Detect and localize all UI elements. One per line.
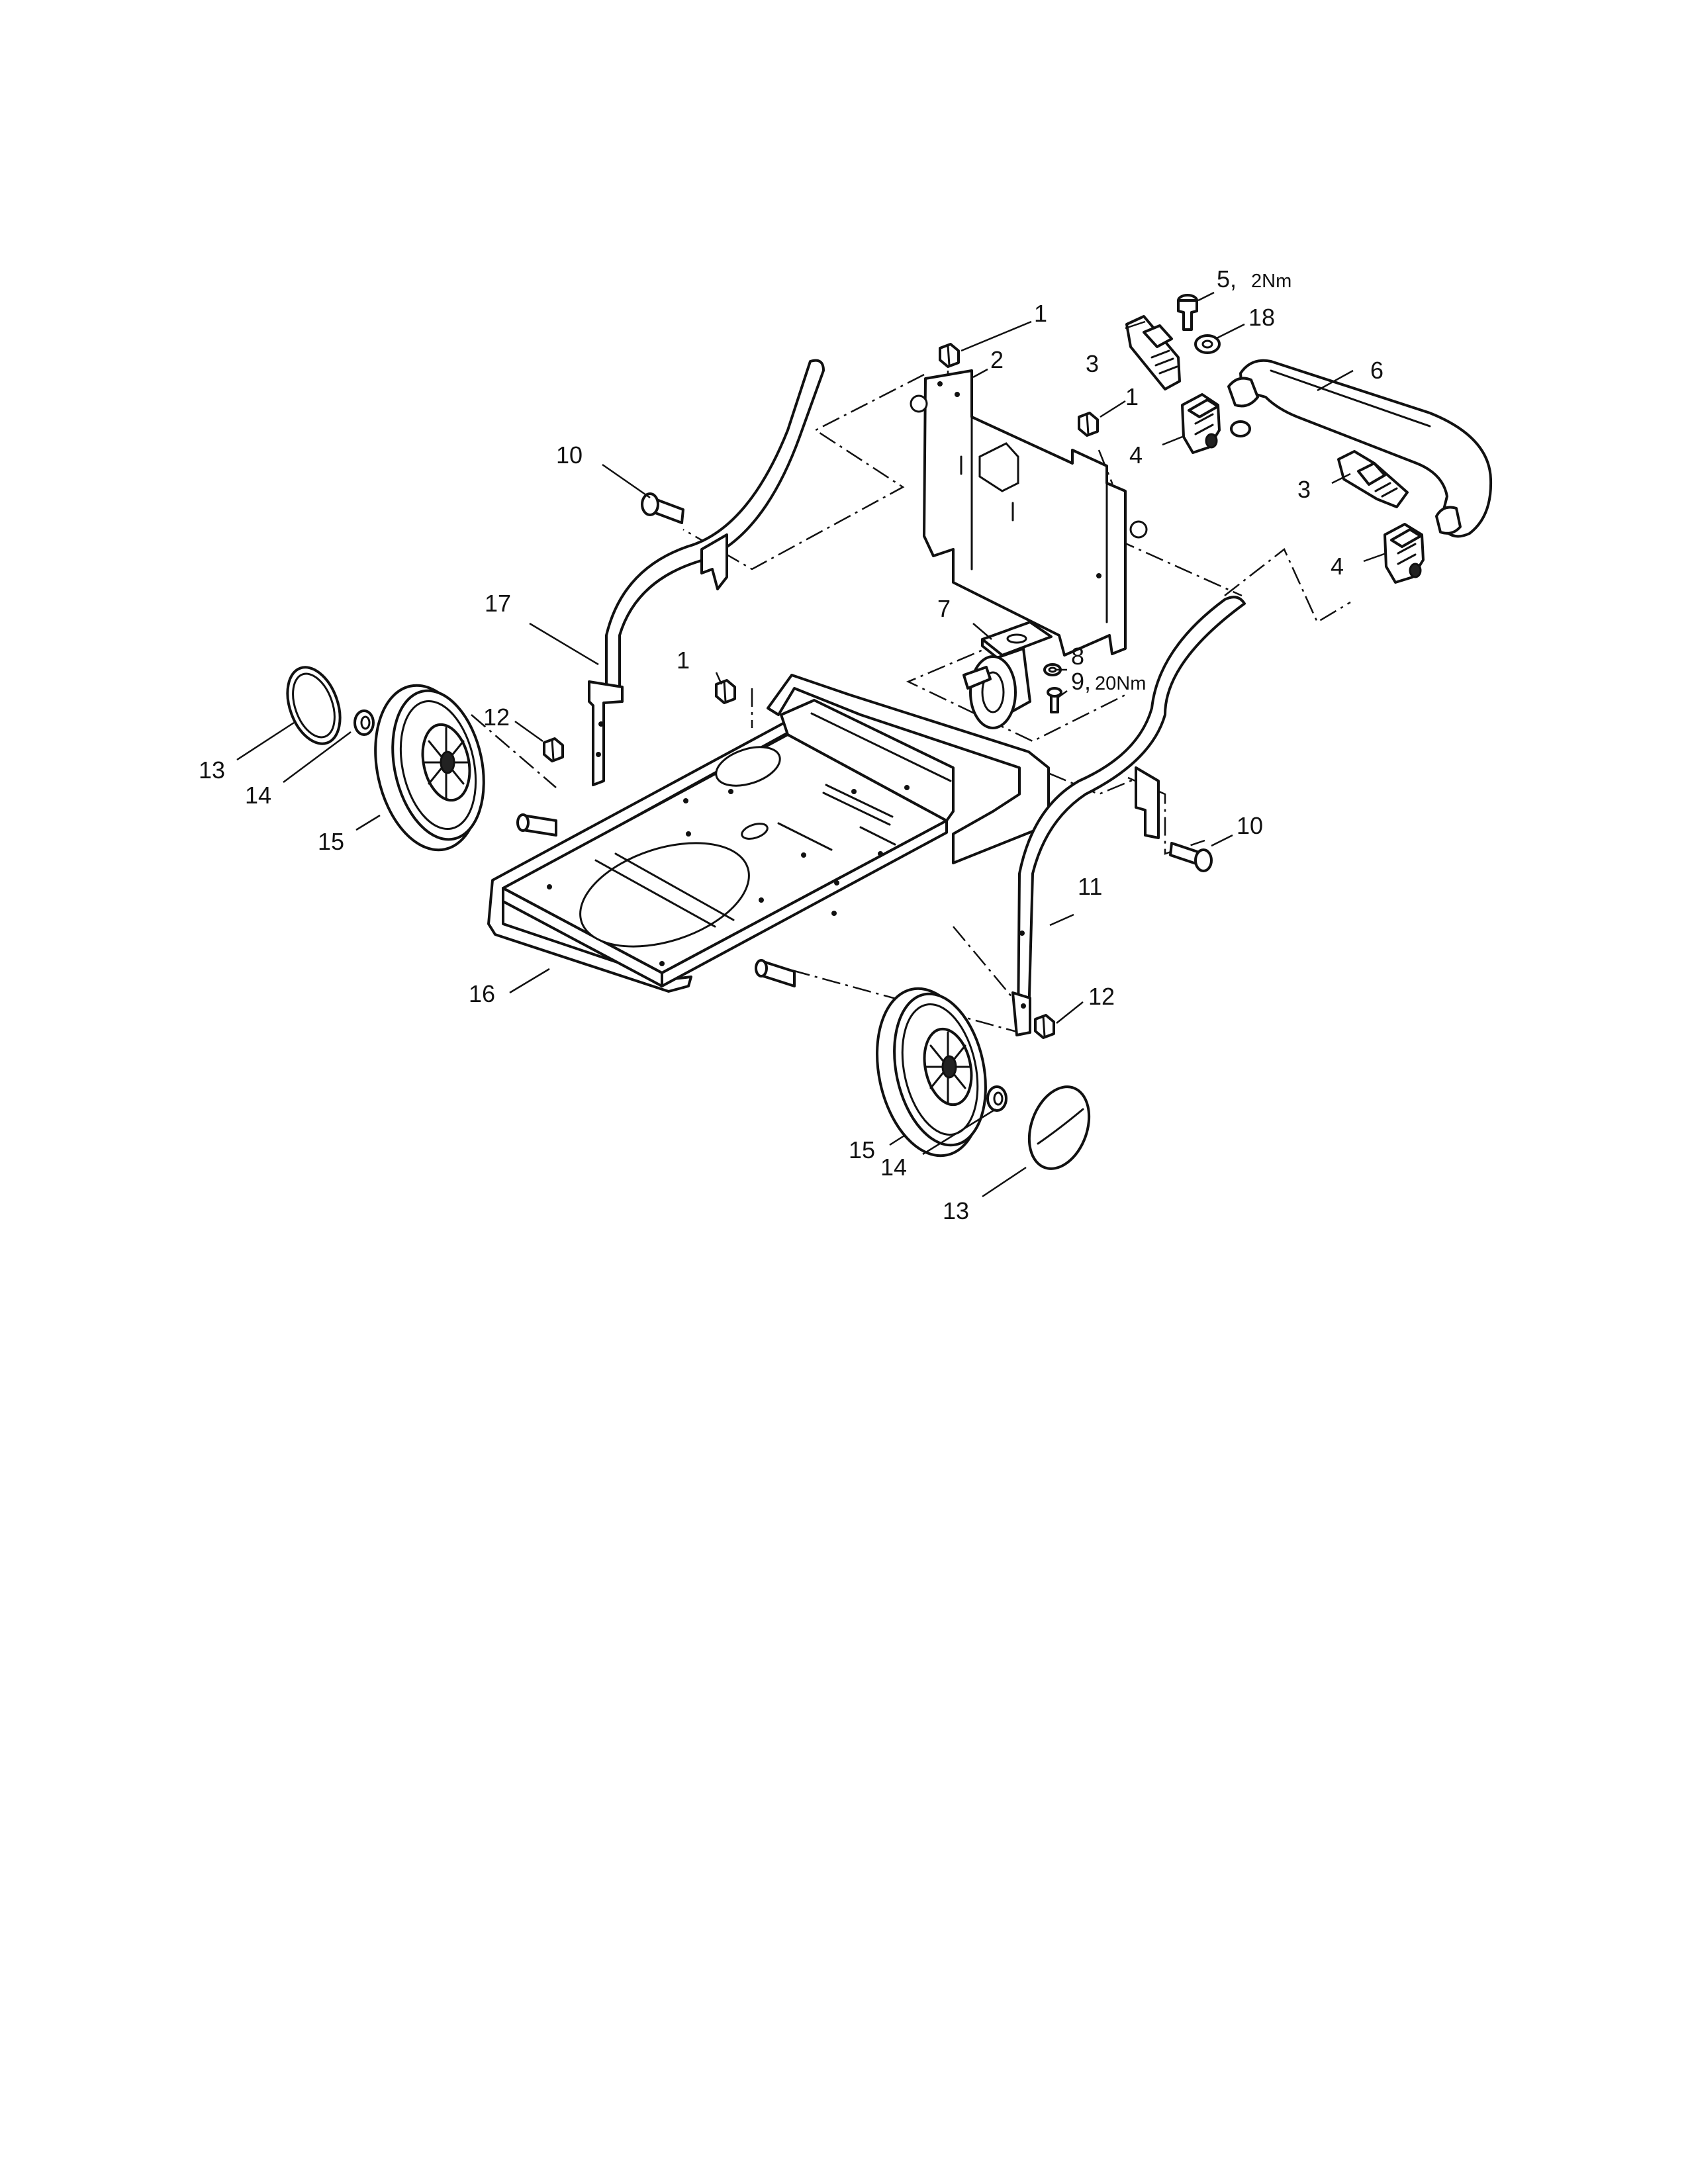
handle-end-cap	[1230, 420, 1251, 437]
callout-8: 8	[1071, 643, 1084, 670]
callout-5: 5,	[1217, 265, 1237, 293]
callout-labels: 1 1 1 2 3 3 4 4 5, 2Nm 6 7 8 9, 20Nm 10 …	[199, 265, 1383, 1224]
callout-1-top: 1	[1034, 300, 1047, 327]
lock-washer-14-right	[986, 1085, 1008, 1112]
callout-9: 9,	[1071, 668, 1091, 695]
wheel-15-right	[876, 987, 987, 1158]
axle-nut-12-left	[543, 737, 564, 762]
callout-17: 17	[485, 590, 511, 617]
axle-stubs	[516, 813, 796, 987]
washer-18	[1194, 334, 1221, 354]
callout-7: 7	[937, 595, 951, 622]
handle-bracket-4-lower	[1383, 523, 1425, 584]
nut-1-top	[939, 343, 960, 368]
callout-11: 11	[1078, 873, 1102, 900]
handle-bracket-4-upper	[1181, 393, 1221, 454]
callout-4-lower: 4	[1331, 553, 1344, 580]
lock-washer-14-left	[353, 709, 375, 736]
handle-clip-3-lower	[1337, 450, 1409, 508]
hub-cap-13-left	[286, 666, 342, 745]
callout-10-left: 10	[556, 441, 583, 469]
right-handle-frame	[1011, 596, 1246, 1036]
base-frame	[487, 674, 1050, 993]
callout-3-lower: 3	[1297, 476, 1311, 503]
callout-9-torque: 20Nm	[1095, 673, 1146, 694]
callout-14-left: 14	[245, 782, 271, 809]
nut-1-middle	[1078, 412, 1099, 437]
hub-cap-13-right	[1027, 1085, 1091, 1170]
callout-12-right: 12	[1088, 983, 1115, 1010]
callout-10-right: 10	[1237, 812, 1263, 839]
callout-15-right: 15	[849, 1136, 875, 1163]
callout-1-middle: 1	[1125, 383, 1139, 410]
callout-3-upper: 3	[1086, 350, 1099, 377]
callout-13-right: 13	[943, 1197, 969, 1224]
bolt-and-washer	[1043, 663, 1062, 713]
wheel-15-left	[374, 684, 485, 852]
callout-12-left: 12	[483, 704, 510, 731]
bracket-plate	[910, 369, 1148, 657]
castor-wheel	[962, 621, 1053, 729]
callout-5-torque: 2Nm	[1251, 271, 1291, 292]
frame-bolt-10-right	[1169, 842, 1213, 872]
handle-clip-3-upper	[1125, 315, 1181, 390]
callout-6: 6	[1370, 357, 1383, 384]
callout-18: 18	[1248, 304, 1275, 331]
leader-lines	[236, 291, 1387, 1198]
left-handle-frame	[588, 359, 825, 786]
axle-nut-12-right	[1034, 1014, 1055, 1039]
callout-2: 2	[990, 346, 1004, 373]
callout-16: 16	[469, 980, 495, 1007]
callout-1-left: 1	[677, 647, 690, 674]
callout-4-upper: 4	[1129, 441, 1143, 469]
callout-14-right: 14	[880, 1154, 907, 1181]
push-handle	[1227, 359, 1493, 538]
callout-15-left: 15	[318, 828, 344, 855]
nut-1-left	[715, 679, 736, 704]
frame-bolt-10-left	[641, 492, 684, 524]
screw-5	[1177, 294, 1198, 331]
callout-13-left: 13	[199, 756, 225, 784]
